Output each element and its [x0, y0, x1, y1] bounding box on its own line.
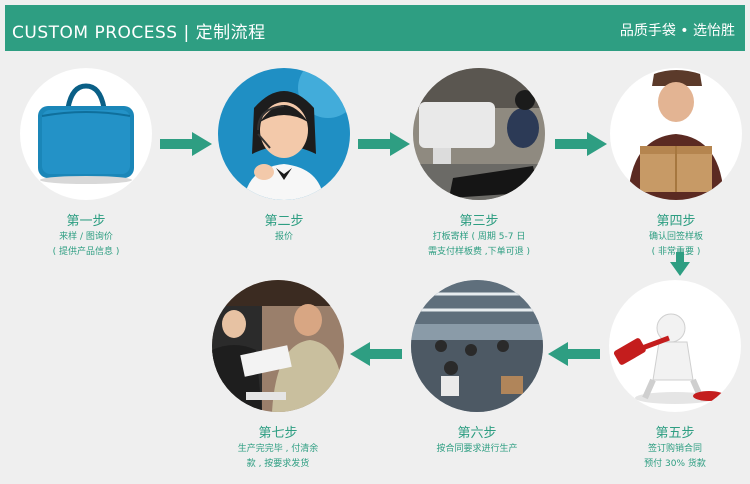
- arrow-left-icon: [350, 342, 402, 366]
- header-banner: CUSTOM PROCESS | 定制流程 品质手袋 • 选怡胜: [5, 5, 745, 51]
- handover-photo: [212, 280, 344, 412]
- delivery-box-photo: [610, 68, 742, 200]
- arrow-right-icon: [160, 132, 212, 156]
- arrow-left-icon: [548, 342, 600, 366]
- laptop-bag-photo: [20, 68, 152, 200]
- step-3: 第三步 打板寄样 ( 周期 5-7 日 需支付样板费 ,下单可退 ): [409, 68, 549, 259]
- step-6: 第六步 按合同要求进行生产: [407, 280, 547, 456]
- step-3-desc-line1: 打板寄样 ( 周期 5-7 日: [432, 232, 526, 242]
- step-1: 第一步 来样 / 图询价 ( 提供产品信息 ): [16, 68, 156, 259]
- page-title: CUSTOM PROCESS | 定制流程: [12, 23, 266, 43]
- step-1-desc-line1: 来样 / 图询价: [59, 232, 113, 242]
- brand-tagline: 品质手袋 • 选怡胜: [619, 23, 735, 39]
- arrow-right-icon: [358, 132, 410, 156]
- step-1-title: 第一步: [66, 214, 106, 229]
- step-4: 第四步 确认回签样板 ( 非常重要 ): [606, 68, 746, 259]
- step-7-desc-line2: 款 , 按要求发货: [246, 459, 310, 469]
- step-5-desc-line2: 预付 30% 货款: [644, 459, 706, 469]
- step-3-desc-line2: 需支付样板费 ,下单可退 ): [427, 247, 531, 257]
- sewing-machine-photo: [413, 68, 545, 200]
- factory-floor-photo: [411, 280, 543, 412]
- step-5: 第五步 签订购销合同 预付 30% 货款: [605, 280, 745, 471]
- step-3-title: 第三步: [459, 214, 499, 229]
- step-2-title: 第二步: [264, 214, 304, 229]
- step-4-title: 第四步: [656, 214, 696, 229]
- step-4-desc-line1: 确认回签样板: [648, 232, 703, 242]
- arrow-down-icon: [670, 252, 690, 276]
- step-2-desc-line1: 报价: [274, 232, 293, 242]
- step-7: 第七步 生产完完毕 , 付清余 款 , 按要求发货: [208, 280, 348, 471]
- step-1-desc-line2: ( 提供产品信息 ): [52, 247, 120, 257]
- step-6-title: 第六步: [457, 426, 497, 441]
- step-7-title: 第七步: [258, 426, 298, 441]
- step-2: 第二步 报价: [214, 68, 354, 244]
- gavel-contract-photo: [609, 280, 741, 412]
- step-7-desc-line1: 生产完完毕 , 付清余: [237, 444, 319, 454]
- step-5-title: 第五步: [655, 426, 695, 441]
- arrow-right-icon: [555, 132, 607, 156]
- step-6-desc-line1: 按合同要求进行生产: [436, 444, 518, 454]
- customer-service-photo: [218, 68, 350, 200]
- step-5-desc-line1: 签订购销合同: [647, 444, 702, 454]
